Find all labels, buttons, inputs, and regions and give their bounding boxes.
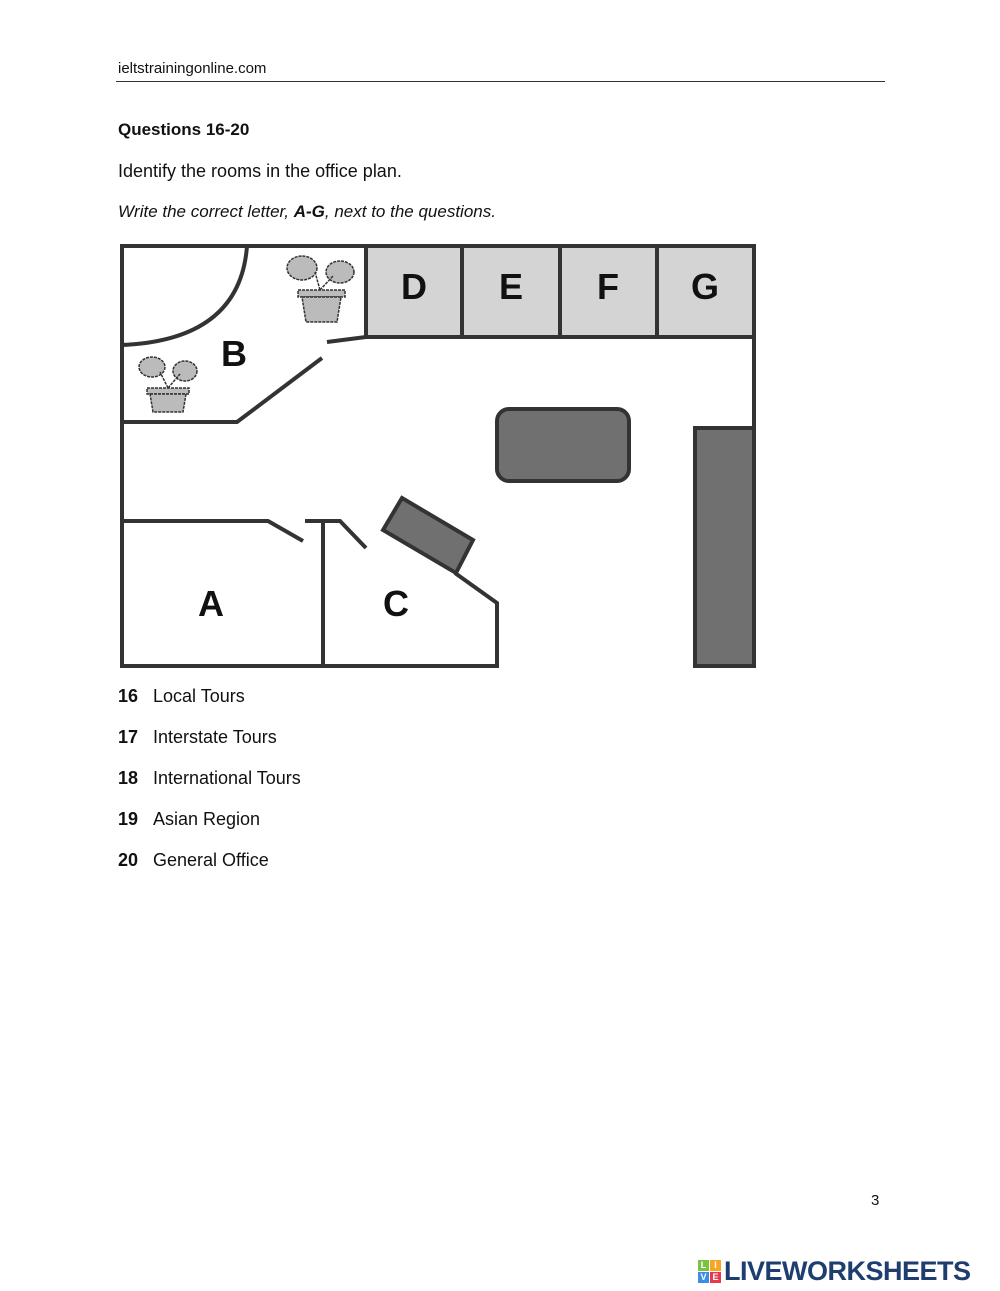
counter — [693, 426, 756, 668]
site-url: ieltstrainingonline.com — [118, 60, 267, 77]
room-label-d: D — [401, 266, 427, 307]
room-label-b: B — [221, 333, 247, 374]
office-plan: A B C D E F G — [120, 244, 756, 668]
section-title: Questions 16-20 — [118, 120, 250, 139]
walls — [120, 244, 756, 668]
task-instruction: Write the correct letter, A-G, next to t… — [118, 202, 496, 221]
plant-icon — [286, 255, 355, 323]
room-label-g: G — [691, 266, 719, 307]
liveworksheets-logo: L I V E LIVEWORKSHEETS — [698, 1256, 971, 1287]
room-label-e: E — [499, 266, 523, 307]
room-label-c: C — [383, 583, 409, 624]
plant-icon — [138, 356, 198, 413]
room-label-f: F — [597, 266, 619, 307]
instruction: Identify the rooms in the office plan. — [118, 161, 402, 181]
header-divider — [116, 81, 885, 82]
page-number: 3 — [871, 1192, 880, 1209]
logo-tiles-icon: L I V E — [698, 1260, 721, 1283]
room-label-a: A — [198, 583, 224, 624]
room-g — [655, 244, 756, 339]
desk — [380, 495, 476, 576]
room-f — [558, 244, 659, 339]
meeting-table — [495, 407, 631, 483]
